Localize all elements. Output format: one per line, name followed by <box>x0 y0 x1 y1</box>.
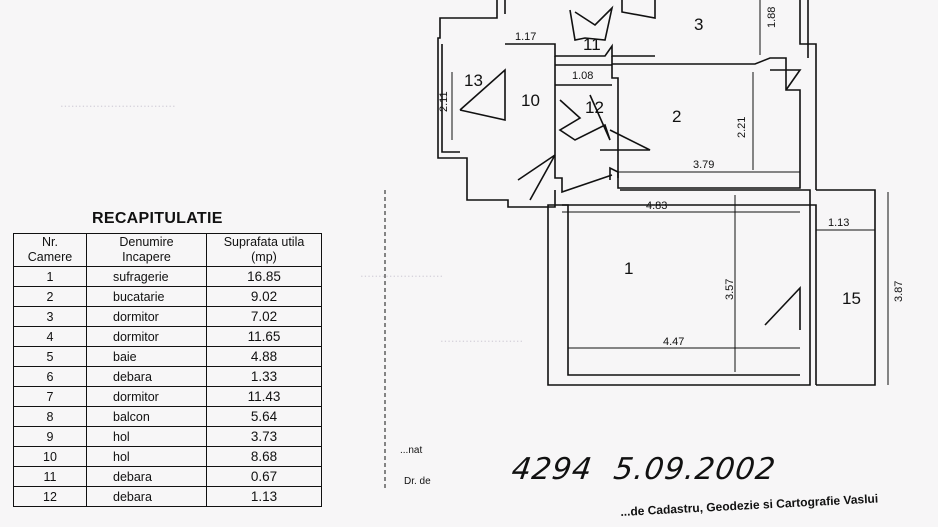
cell-area: 8.68 <box>206 446 322 467</box>
room-label-13: 13 <box>464 71 483 90</box>
wall <box>611 64 619 178</box>
wall <box>554 56 613 194</box>
cell-area: 1.33 <box>206 366 322 387</box>
wall <box>621 0 656 19</box>
room-label-11: 11 <box>583 35 601 54</box>
bleed-text: ....................... <box>360 265 444 280</box>
dim-4-83: 4.83 <box>646 200 667 212</box>
door <box>770 69 802 91</box>
door <box>517 154 556 201</box>
handwritten-date: 5.09.2002 <box>611 452 779 487</box>
dim-3-87: 3.87 <box>893 281 905 302</box>
room-label-12: 12 <box>585 98 604 117</box>
cell-area: 1.13 <box>206 486 322 507</box>
dim-1-17: 1.17 <box>515 31 536 43</box>
cell-nr: 12 <box>13 486 87 507</box>
door <box>764 285 801 330</box>
door <box>459 68 506 121</box>
door <box>558 94 611 141</box>
wall <box>437 0 556 208</box>
header-name: Denumire Incapere <box>86 233 207 267</box>
cell-name: dormitor <box>86 306 207 327</box>
cell-name: sufragerie <box>86 266 207 287</box>
wall <box>441 44 460 153</box>
room-label-1: 1 <box>624 259 633 278</box>
header-nr: Nr. Camere <box>13 233 87 267</box>
handwritten-number: 4294 <box>509 452 595 487</box>
cell-area: 0.67 <box>206 466 322 487</box>
cell-name: dormitor <box>86 386 207 407</box>
recap-title: RECAPITULATIE <box>92 210 223 227</box>
cell-name: debara <box>86 486 207 507</box>
wall <box>505 43 655 57</box>
bleed-text: ................................ <box>60 95 176 110</box>
dim-4-47: 4.47 <box>663 336 684 348</box>
bleed-text: ....................... <box>440 330 524 345</box>
stamp-label: ...nat <box>400 445 422 456</box>
dim-3-79: 3.79 <box>693 159 714 171</box>
dim-2-11: 2.11 <box>438 91 450 112</box>
dim-1-13: 1.13 <box>828 217 849 229</box>
wall <box>800 204 817 385</box>
room-label-2: 2 <box>672 107 681 126</box>
wall <box>547 189 811 386</box>
door <box>569 5 614 41</box>
cell-area: 3.73 <box>206 426 322 447</box>
room-label-3: 3 <box>694 15 703 34</box>
wall <box>816 189 876 386</box>
dim-3-57: 3.57 <box>724 279 736 300</box>
dim-2-21: 2.21 <box>736 117 748 138</box>
cell-area: 5.64 <box>206 406 322 427</box>
room-label-10: 10 <box>521 91 540 110</box>
stamp-label: Dr. de <box>404 476 431 487</box>
cell-area: 9.02 <box>206 286 322 307</box>
wall <box>609 56 801 189</box>
cell-name: dormitor <box>86 326 207 347</box>
dim-1-08: 1.08 <box>572 70 593 82</box>
door <box>600 129 651 151</box>
recap-table: Nr. Camere Denumire Incapere Suprafata u… <box>13 233 322 507</box>
dim-1-88: 1.88 <box>766 7 778 28</box>
room-label-15: 15 <box>842 289 861 308</box>
